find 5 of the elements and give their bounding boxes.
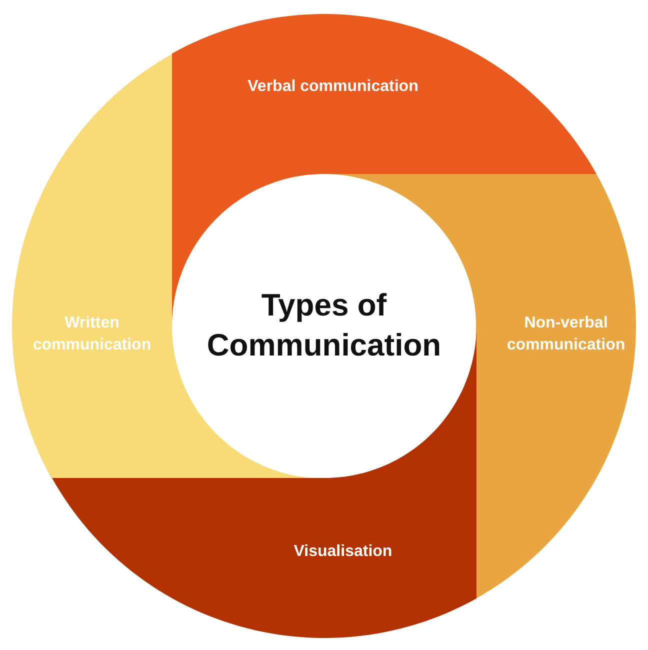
segment-label: Written communication bbox=[32, 313, 152, 355]
segment-label: Verbal communication bbox=[246, 77, 420, 98]
segment-label: Non-verbal communication bbox=[506, 313, 626, 355]
center-title: Types of Communication bbox=[206, 286, 442, 365]
segment-label: Visualisation bbox=[292, 542, 394, 562]
